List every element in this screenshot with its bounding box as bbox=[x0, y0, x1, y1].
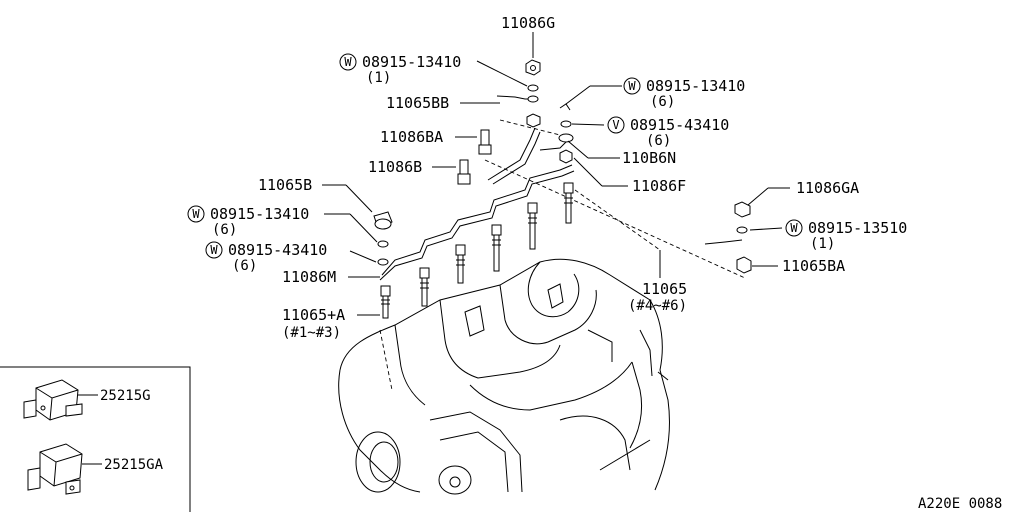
w-marker-icon bbox=[339, 53, 357, 71]
label-11086G: 11086G bbox=[501, 14, 555, 32]
glow-plug-1 bbox=[380, 285, 391, 319]
label-w5-part: 08915-13510 bbox=[808, 219, 907, 237]
washer-w4 bbox=[377, 258, 389, 266]
washer-w5 bbox=[736, 226, 748, 234]
relay-25215GA: 25215GA bbox=[27, 443, 164, 495]
washer-w1 bbox=[527, 84, 539, 92]
terminal-11065BA bbox=[736, 256, 752, 274]
label-11065BA: 11065BA bbox=[782, 257, 845, 275]
glow-plugs bbox=[380, 182, 574, 319]
label-25215GA: 25215GA bbox=[104, 457, 164, 473]
label-11086GA: 11086GA bbox=[796, 179, 859, 197]
cap-11065B bbox=[373, 211, 393, 230]
wire-11065BA bbox=[704, 239, 743, 245]
glow-plug-5 bbox=[527, 202, 538, 250]
label-11065-range: (#4~#6) bbox=[628, 298, 687, 314]
nut-11086G bbox=[525, 59, 541, 76]
v-marker-icon bbox=[607, 116, 625, 134]
nut-11086GA bbox=[734, 201, 751, 218]
w-marker-letter: W bbox=[628, 79, 636, 93]
callout-w3: W 08915-13410 (6) bbox=[187, 205, 309, 238]
bolt-11086B bbox=[457, 159, 471, 185]
diagram-code: A220E 0088 bbox=[918, 496, 1002, 512]
label-w3-part: 08915-13410 bbox=[210, 205, 309, 223]
callout-w1: W 08915-13410 (1) bbox=[339, 53, 461, 86]
w-marker-icon bbox=[623, 77, 641, 95]
label-11065B: 11065B bbox=[258, 176, 312, 194]
label-11065A: 11065+A bbox=[282, 306, 345, 324]
leader-lines bbox=[322, 32, 790, 316]
relay-25215G: 25215G bbox=[23, 379, 151, 421]
label-11065A-range: (#1~#3) bbox=[282, 325, 341, 341]
hardware-parts bbox=[373, 59, 752, 274]
callout-w5: W 08915-13510 (1) bbox=[785, 219, 907, 252]
relay-inset: 25215G 25215GA bbox=[0, 366, 191, 512]
label-w2-part: 08915-13410 bbox=[646, 77, 745, 95]
label-v1-part: 08915-43410 bbox=[630, 116, 729, 134]
w-marker-letter: W bbox=[192, 207, 200, 221]
part-labels: 11086G W 08915-13410 (1) 11065BB 11086BA… bbox=[187, 14, 907, 341]
washer-v1 bbox=[560, 120, 572, 128]
nut-11086N bbox=[558, 133, 574, 143]
glow-plug-2 bbox=[419, 267, 430, 307]
label-w4-part: 08915-43410 bbox=[228, 241, 327, 259]
label-w5-qty: (1) bbox=[810, 236, 835, 252]
glow-plug-3 bbox=[455, 244, 466, 284]
label-w4-qty: (6) bbox=[232, 258, 257, 274]
bolt-11086BA bbox=[478, 129, 492, 155]
label-w3-qty: (6) bbox=[212, 222, 237, 238]
nut-upper bbox=[526, 113, 541, 128]
label-w2-qty: (6) bbox=[650, 94, 675, 110]
callout-w2: W 08915-13410 (6) bbox=[623, 77, 745, 110]
label-11086B: 11086B bbox=[368, 158, 422, 176]
w-marker-icon bbox=[205, 241, 223, 259]
w-marker-icon bbox=[187, 205, 205, 223]
nut-11086F bbox=[559, 149, 573, 164]
glow-plug-4 bbox=[491, 224, 502, 272]
w-marker-letter: W bbox=[344, 55, 352, 69]
label-w1-qty: (1) bbox=[366, 70, 391, 86]
label-11086BA: 11086BA bbox=[380, 128, 443, 146]
connecting-plate bbox=[379, 127, 575, 281]
engine-block bbox=[338, 258, 670, 495]
washer-w3 bbox=[377, 240, 389, 248]
label-11086M: 11086M bbox=[282, 268, 336, 286]
w-marker-letter: W bbox=[210, 243, 218, 257]
w-marker-icon bbox=[785, 219, 803, 237]
callout-v1: V 08915-43410 (6) bbox=[607, 116, 729, 149]
label-11065BB: 11065BB bbox=[386, 94, 449, 112]
washer-w2 bbox=[559, 103, 571, 111]
guide-lines bbox=[379, 119, 746, 391]
label-11065: 11065 bbox=[642, 280, 687, 298]
v-marker-letter: V bbox=[612, 118, 619, 132]
label-11086F: 11086F bbox=[632, 177, 686, 195]
callout-w4: W 08915-43410 (6) bbox=[205, 241, 327, 274]
label-w1-part: 08915-13410 bbox=[362, 53, 461, 71]
w-marker-letter: W bbox=[790, 221, 798, 235]
glow-plug-6 bbox=[563, 182, 574, 224]
label-25215G: 25215G bbox=[100, 388, 151, 404]
label-11086N: 110B6N bbox=[622, 149, 676, 167]
label-v1-qty: (6) bbox=[646, 133, 671, 149]
